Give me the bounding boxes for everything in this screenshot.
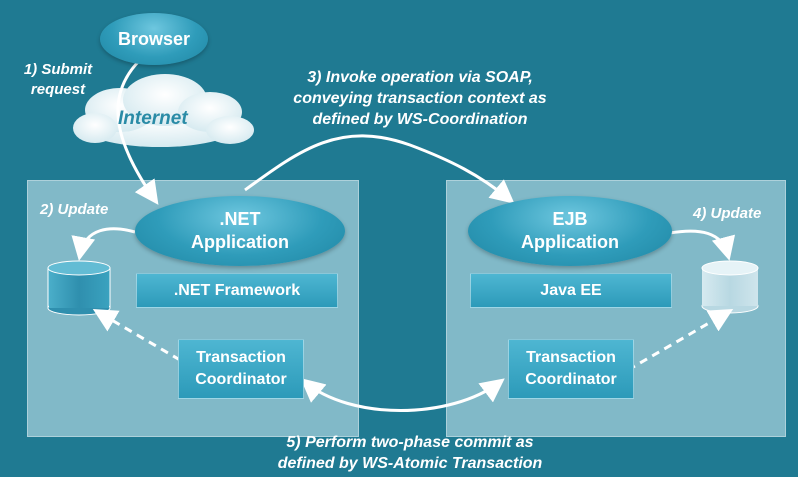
tc-left-line1: Transaction bbox=[196, 349, 286, 366]
dotnet-app-line1: .NET bbox=[219, 209, 261, 229]
ejb-app-line1: EJB bbox=[552, 209, 588, 229]
internet-cloud-icon bbox=[73, 74, 254, 147]
java-ee-box: Java EE bbox=[470, 273, 672, 308]
step1-line2: request bbox=[30, 81, 86, 98]
step3-line1: 3) Invoke operation via SOAP, bbox=[307, 69, 533, 86]
browser-label: Browser bbox=[117, 28, 191, 49]
step5-line2: defined by WS-Atomic Transaction bbox=[277, 455, 543, 472]
step1-line1: 1) Submit bbox=[23, 61, 93, 78]
arrow-invoke-soap bbox=[244, 134, 515, 204]
step3-line3: defined by WS-Coordination bbox=[312, 111, 528, 128]
dotnet-application-node: .NET Application bbox=[135, 196, 345, 266]
transaction-coordinator-left: Transaction Coordinator bbox=[178, 339, 304, 399]
tc-left-line2: Coordinator bbox=[195, 371, 287, 388]
arrow-update-right bbox=[669, 229, 736, 261]
tc-right-line1: Transaction bbox=[526, 349, 616, 366]
arrow-update-left bbox=[71, 227, 136, 261]
right-database-icon bbox=[701, 260, 759, 314]
left-database-icon bbox=[47, 260, 111, 316]
arrow-two-phase-commit bbox=[300, 378, 505, 412]
arrow-coordinator-left-db bbox=[92, 308, 181, 362]
step2-label: 2) Update bbox=[40, 201, 109, 218]
ejb-application-node: EJB Application bbox=[468, 196, 672, 266]
step5-line1: 5) Perform two-phase commit as bbox=[286, 434, 534, 451]
arrow-submit-request bbox=[116, 58, 159, 205]
ejb-app-line2: Application bbox=[521, 232, 619, 252]
step1-label: 1) Submit request bbox=[18, 60, 98, 100]
dotnet-framework-box: .NET Framework bbox=[136, 273, 338, 308]
step3-line2: conveying transaction context as bbox=[293, 90, 547, 107]
tc-right-line2: Coordinator bbox=[525, 371, 617, 388]
java-ee-label: Java EE bbox=[540, 281, 602, 299]
internet-label: Internet bbox=[118, 108, 188, 129]
dotnet-app-line2: Application bbox=[191, 232, 289, 252]
transaction-coordinator-right: Transaction Coordinator bbox=[508, 339, 634, 399]
dotnet-framework-label: .NET Framework bbox=[173, 281, 301, 299]
arrow-coordinator-right-db bbox=[627, 308, 734, 372]
browser-node: Browser bbox=[100, 13, 208, 65]
step3-label: 3) Invoke operation via SOAP, conveying … bbox=[270, 67, 570, 130]
step4-label: 4) Update bbox=[693, 205, 762, 222]
step5-label: 5) Perform two-phase commit as defined b… bbox=[260, 432, 560, 474]
